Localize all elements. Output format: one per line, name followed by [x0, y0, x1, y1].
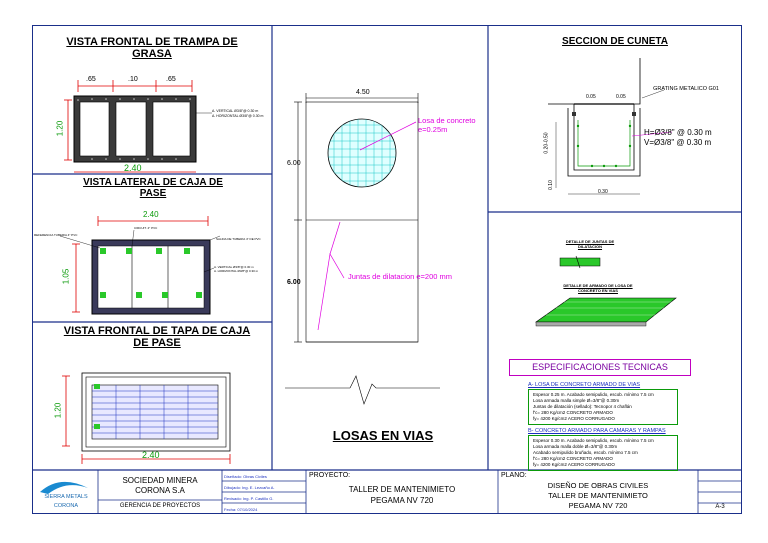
- specs-header: ESPECIFICACIONES TECNICAS: [509, 359, 691, 376]
- losas-width: 4.50: [356, 89, 370, 96]
- spec-a-body: Espesor 0.25 m. Acabado semipulido, esco…: [528, 389, 678, 425]
- project-line-2: PEGAMA NV 720: [370, 496, 434, 505]
- trampa-dim-b: .10: [128, 76, 138, 83]
- trampa-title: VISTA FRONTAL DE TRAMPA DE GRASA: [66, 36, 238, 60]
- spec-b-title: B- CONCRETO ARMADO PARA CAMARAS Y RAMPAS: [528, 428, 666, 434]
- cuneta-h-note: H=Ø3/8" @ 0.30 m: [644, 128, 712, 137]
- losas-height-a: 6.00: [287, 160, 301, 167]
- plan-line-2: TALLER DE MANTENIMIETO: [548, 491, 648, 500]
- spec-b-line: Losa armada malla doble Ø=3/8"@ 0.30m: [533, 444, 618, 449]
- spec-b-line: Espesor 0.30 m. Acabado semipulido, esco…: [533, 438, 654, 443]
- spec-a-line: Espesor 0.25 m. Acabado semipulido, esco…: [533, 392, 654, 397]
- plan-label: PLANO:: [501, 472, 527, 479]
- lateral-width: 2.40: [143, 210, 159, 219]
- spec-a-line: Losa armada malla simple Ø=3/8"@ 0.30m: [533, 398, 620, 403]
- specs-box: A- LOSA DE CONCRETO ARMADO DE VIAS Espes…: [528, 380, 678, 471]
- tapa-title: VISTA FRONTAL DE TAPA DE CAJA DE PASE: [63, 325, 251, 349]
- tapa-width: 2.40: [142, 450, 160, 460]
- sheet-number: A-3: [715, 504, 725, 510]
- drawing-sheet: [32, 25, 742, 514]
- svg-text:CIRCUIT. 4" PVC: CIRCUIT. 4" PVC: [134, 226, 158, 230]
- losas-title: LOSAS EN VIAS: [332, 428, 434, 443]
- company-line-1: SOCIEDAD MINERA: [122, 476, 198, 485]
- cuneta-grating: GRATING METALICO G01: [653, 86, 719, 92]
- svg-text:A. VERTICAL Ø3/8"@ 0.30 m: A. VERTICAL Ø3/8"@ 0.30 m: [214, 265, 254, 269]
- spec-a-line: Juntas de dilatación (sellado): Tecnopor…: [533, 404, 632, 409]
- department: GERENCIA DE PROYECTOS: [119, 503, 201, 509]
- spec-b-line: f'c= 280 Kg/cm2 CONCRETO ARMADO: [533, 456, 613, 461]
- logo-text-1: SIERRA METALS: [44, 494, 88, 500]
- plan-line-3: PEGAMA NV 720: [568, 501, 628, 510]
- svg-text:A. HORIZONTAL Ø3/8"@ 0.30 m: A. HORIZONTAL Ø3/8"@ 0.30 m: [214, 269, 259, 273]
- losas-note-juntas: Juntas de dilatacion e=200 mm: [348, 272, 453, 281]
- reviewed-by: Revisado: Ing. P. Castillo G.: [224, 496, 274, 501]
- spec-b-line: fy= 4200 Kg/cm2 ACERO CORRUGADO: [533, 462, 615, 467]
- svg-text:REFERENCIA TUBERIA 4" PVC: REFERENCIA TUBERIA 4" PVC: [34, 233, 78, 237]
- lateral-title: VISTA LATERAL DE CAJA DE PASE: [83, 177, 223, 199]
- svg-text:SALIDA DE TUBERIA 4" DE PVC: SALIDA DE TUBERIA 4" DE PVC: [216, 237, 262, 241]
- date: Fecha: 07/10/2024: [224, 507, 258, 512]
- plan-line-1: DISEÑO DE OBRAS CIVILES: [547, 481, 649, 490]
- detail-juntas: DETALLE DE JUNTAS DE DILATACION: [565, 239, 615, 249]
- spec-a-line: fy= 4200 Kg/cm2 ACERO CORRUGADO: [533, 416, 615, 421]
- project-label: PROYECTO:: [309, 472, 351, 479]
- spec-b-line: Acabado semipulido bruñado, escob. mínim…: [533, 450, 638, 455]
- logo-text-2: CORONA: [53, 503, 79, 509]
- cuneta-title: SECCION DE CUNETA: [562, 36, 668, 47]
- drawn-by: Dibujado: Ing. E. Lezcaño A.: [224, 485, 275, 490]
- losas-height-b: 6.00: [287, 279, 301, 286]
- cuneta-v-note: V=Ø3/8" @ 0.30 m: [644, 138, 712, 147]
- losas-note-losa: Losa de concreto e=0.25m: [418, 116, 476, 134]
- svg-text:A. HORIZONTAL Ø3/8"@ 0.30 m: A. HORIZONTAL Ø3/8"@ 0.30 m: [212, 114, 264, 118]
- logo-mountain-icon: [40, 481, 88, 494]
- trampa-dim-a: .65: [86, 76, 96, 83]
- trampa-dim-c: .65: [166, 76, 176, 83]
- designed-by: Diseñado: Obras Civiles: [224, 474, 267, 479]
- trampa-width: 2.40: [124, 163, 142, 173]
- cuneta-dim-005b: 0.05: [616, 94, 626, 100]
- svg-text:A. VERTICAL Ø3/8"@ 0.30 m: A. VERTICAL Ø3/8"@ 0.30 m: [212, 109, 258, 113]
- company-line-2: CORONA S.A: [135, 486, 185, 495]
- spec-a-title: A- LOSA DE CONCRETO ARMADO DE VIAS: [528, 382, 641, 388]
- spec-b-body: Espesor 0.30 m. Acabado semipulido, esco…: [528, 435, 678, 471]
- project-line-1: TALLER DE MANTENIMIETO: [348, 485, 456, 494]
- detail-armado: DETALLE DE ARMADO DE LOSA DE CONCRETO EN…: [563, 283, 633, 293]
- spec-a-line: f'c= 280 Kg/cm2 CONCRETO ARMADO: [533, 410, 613, 415]
- cuneta-dim-005a: 0.05: [586, 94, 596, 100]
- cuneta-bottom: 0.30: [598, 189, 608, 195]
